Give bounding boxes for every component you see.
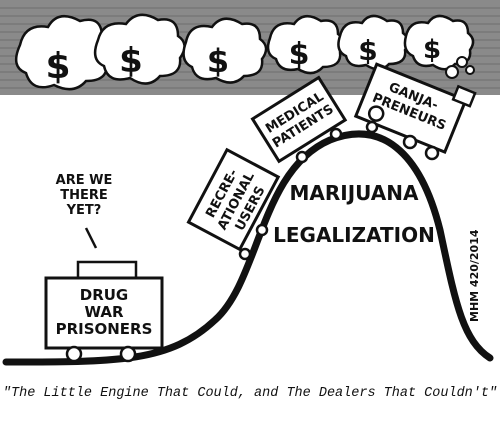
svg-text:$: $: [45, 46, 70, 87]
wheel: [424, 145, 440, 161]
caption: "The Little Engine That Could, and The D…: [2, 386, 498, 401]
svg-text:$: $: [423, 35, 441, 65]
money-cloud: $: [266, 15, 345, 75]
svg-text:$: $: [358, 34, 377, 67]
recreational-users-car: RECRE- ATIONAL USERS: [186, 147, 281, 252]
wheel: [238, 247, 252, 261]
prisoners-label-line: DRUG: [80, 286, 129, 304]
steam-puffs: [445, 56, 475, 79]
wheel: [402, 134, 418, 150]
ganjapreneurs-engine: GANJA- PRENEURS: [353, 62, 477, 155]
money-cloud: $: [93, 13, 186, 85]
prisoners-label-line: PRISONERS: [56, 320, 153, 338]
money-cloud: $: [182, 17, 268, 84]
svg-text:$: $: [207, 42, 229, 80]
svg-text:ARE WE: ARE WE: [56, 173, 113, 188]
svg-text:THERE: THERE: [60, 188, 108, 203]
wheel: [365, 120, 379, 134]
prisoners-label-line: WAR: [84, 303, 123, 321]
money-cloud: $: [337, 14, 410, 71]
wheel: [295, 150, 309, 164]
drug-war-prisoners-car: DRUG WAR PRISONERS: [44, 260, 164, 363]
hill-label-line: MARIJUANA: [290, 181, 420, 205]
medical-patients-car: MEDICAL PATIENTS: [250, 75, 348, 164]
money-cloud: $: [14, 14, 112, 91]
money-cloud: $: [403, 14, 475, 71]
speech-text: ARE WE THERE YET?: [56, 173, 113, 249]
artist-signature: MHM 420/2014: [468, 229, 481, 322]
hill-track: [2, 130, 494, 366]
wheel: [329, 127, 343, 141]
svg-text:YET?: YET?: [66, 203, 102, 218]
wheel: [255, 223, 269, 237]
hill-label-line: LEGALIZATION: [273, 223, 435, 247]
svg-text:$: $: [119, 41, 143, 81]
svg-text:$: $: [289, 37, 310, 72]
